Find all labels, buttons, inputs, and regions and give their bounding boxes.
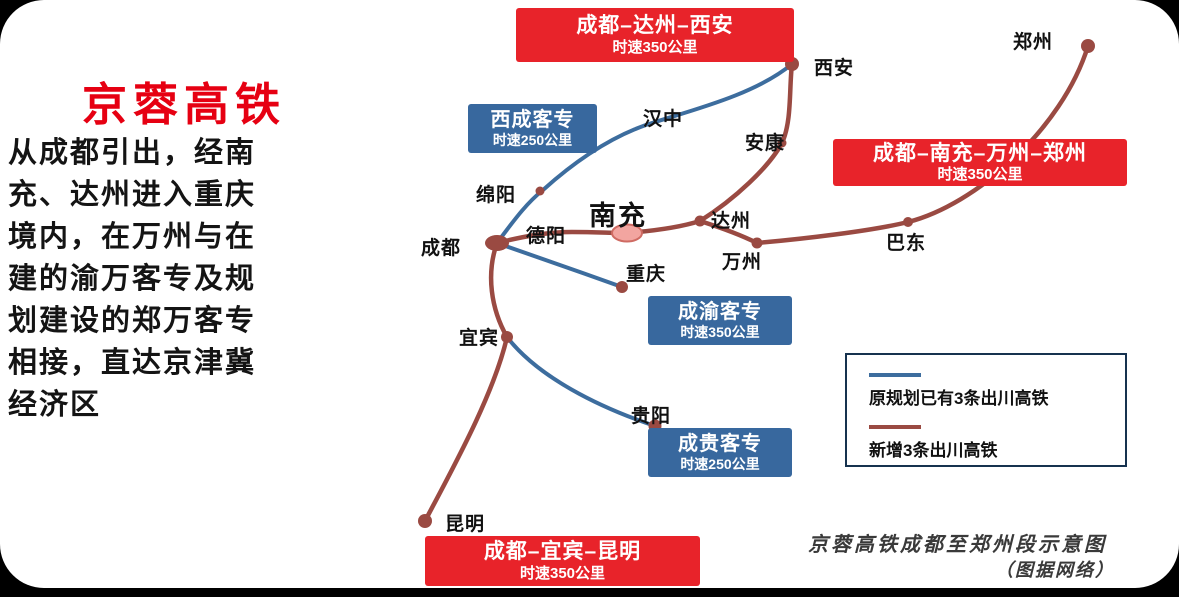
city-dot-wanzhou (751, 237, 763, 249)
route-label-xicheng: 西成客专 时速250公里 (468, 104, 597, 153)
intro-text-line: 从成都引出，经南 (8, 137, 257, 169)
new-line-sample (869, 425, 921, 429)
city-dot-chengdu (485, 235, 509, 251)
route-name: 成都–达州–西安 (576, 14, 734, 38)
intro-text-line: 充、达州进入重庆 (8, 179, 257, 211)
route-speed: 时速250公里 (492, 132, 573, 149)
legend-existing-label: 原规划已有3条出川高铁 (869, 389, 1049, 408)
route-label-chenggui: 成贵客专 时速250公里 (648, 428, 792, 477)
route-speed: 时速350公里 (519, 564, 606, 582)
city-label-deyang: 德阳 (526, 226, 567, 247)
city-label-nanchong: 南充 (589, 201, 647, 231)
source-credit: （图据网络） (995, 560, 1115, 580)
route-yibin-kunming-line (422, 334, 510, 524)
route-wanzhou-zhengzhou-line (754, 43, 1091, 246)
city-label-mianyang: 绵阳 (476, 185, 517, 206)
city-label-wanzhou: 万州 (722, 252, 763, 273)
map-caption: 京蓉高铁成都至郑州段示意图 (808, 534, 1107, 556)
city-dot-yibin (501, 331, 513, 343)
route-speed: 时速350公里 (937, 166, 1023, 184)
city-dot-badong (903, 217, 913, 227)
city-label-yibin: 宜宾 (459, 328, 500, 349)
route-speed: 时速250公里 (680, 456, 760, 473)
legend-row-existing: 原规划已有3条出川高铁 (869, 373, 1048, 409)
city-label-zhengzhou: 郑州 (1013, 32, 1054, 53)
city-label-guiyang: 贵阳 (631, 406, 672, 427)
legend-new-label: 新增3条出川高铁 (869, 441, 998, 460)
city-dot-kunming (418, 514, 432, 528)
route-label-chengdu-dazhou-xian: 成都–达州–西安 时速350公里 (516, 8, 794, 62)
route-speed: 时速350公里 (680, 324, 760, 341)
city-marker-nanchong (611, 223, 643, 243)
route-chengyu-line (495, 241, 624, 289)
intro-text-line: 建的渝万客专及规 (8, 263, 257, 295)
route-speed: 时速350公里 (612, 38, 698, 56)
intro-text-line: 境内，在万州与在 (8, 221, 257, 253)
route-label-chengyu: 成渝客专 时速350公里 (648, 296, 792, 345)
intro-text-line: 经济区 (8, 389, 102, 421)
city-label-badong: 巴东 (886, 233, 927, 254)
route-label-chengdu-yibin-kunming: 成都–宜宾–昆明 时速350公里 (425, 536, 700, 586)
city-label-hanzhong: 汉中 (643, 109, 684, 130)
route-chenggui-line (505, 335, 657, 428)
legend: 原规划已有3条出川高铁 新增3条出川高铁 (845, 353, 1127, 467)
route-name: 西成客专 (490, 109, 575, 132)
city-label-chengdu: 成都 (421, 238, 462, 259)
page-title: 京蓉高铁 (82, 79, 287, 130)
city-dot-chongqing (616, 281, 628, 293)
city-label-chongqing: 重庆 (626, 264, 667, 285)
city-dot-dazhou (694, 215, 706, 227)
intro-text-line: 划建设的郑万客专 (8, 305, 257, 337)
city-dot-zhengzhou (1081, 39, 1095, 53)
route-name: 成渝客专 (678, 301, 762, 324)
intro-text: 从成都引出，经南 充、达州进入重庆 境内，在万州与在 建的渝万客专及规 划建设的… (8, 132, 338, 426)
route-label-chengdu-nanchong-wanzhou-zhengzhou: 成都–南充–万州–郑州 时速350公里 (833, 139, 1127, 186)
legend-row-new: 新增3条出川高铁 (869, 425, 997, 461)
route-name: 成都–南充–万州–郑州 (872, 141, 1088, 165)
city-label-xian: 西安 (814, 58, 855, 79)
intro-text-line: 相接，直达京津冀 (8, 347, 257, 379)
route-name: 成贵客专 (678, 433, 762, 456)
route-chengdu-yibin-line (488, 240, 510, 340)
city-label-ankang: 安康 (745, 133, 786, 154)
route-name: 成都–宜宾–昆明 (483, 540, 642, 564)
existing-line-sample (869, 373, 921, 377)
city-label-dazhou: 达州 (711, 211, 752, 232)
city-label-kunming: 昆明 (445, 514, 486, 535)
city-dot-mianyang (535, 186, 545, 196)
route-xicheng-line (495, 62, 794, 245)
city-dot-ankang (777, 138, 787, 148)
